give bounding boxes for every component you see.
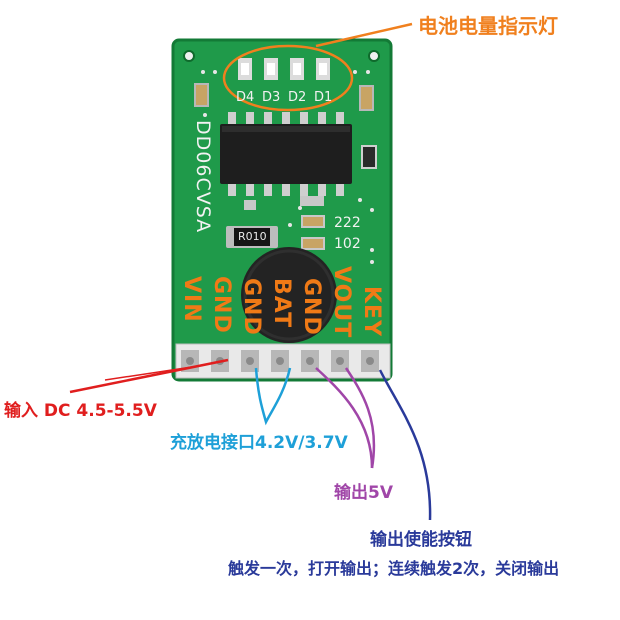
battery-indicator-label: 电池电量指示灯 — [418, 14, 558, 38]
model-label: DD06CVSA — [192, 120, 214, 234]
capacitor — [359, 85, 374, 111]
led-row — [238, 58, 330, 80]
resistor-code: R010 — [238, 230, 267, 243]
led-label-d3: D3 — [262, 90, 281, 105]
input-leader-line — [104, 364, 206, 381]
cap-102 — [301, 237, 325, 250]
charge-port-label: 充放电接口4.2V/3.7V — [170, 433, 348, 453]
ic-chip — [220, 112, 352, 196]
led-highlight-ellipse — [222, 44, 354, 112]
led-label-d1: D1 — [314, 90, 333, 105]
pin-label-gnd-3: GND — [299, 278, 324, 336]
led-label-d2: D2 — [288, 90, 307, 105]
input-voltage-label: 输入 DC 4.5-5.5V — [4, 401, 157, 421]
key-leader-line — [378, 369, 432, 521]
cap-code-102: 102 — [334, 236, 361, 252]
output-leader-line — [344, 367, 376, 469]
mount-hole — [183, 50, 195, 62]
inductor-ring — [243, 249, 335, 341]
smd-part — [244, 200, 256, 210]
pin-label-gnd-1: GND — [209, 276, 234, 334]
pin-label-gnd-2: GND — [239, 278, 264, 336]
pin-label-vin: VIN — [179, 276, 204, 323]
led-leader-line — [315, 22, 413, 48]
pin-label-key: KEY — [359, 286, 384, 338]
pin-label-vout: VOUT — [329, 266, 354, 339]
pin-label-bat: BAT — [269, 278, 294, 329]
output-5v-label: 输出5V — [334, 483, 393, 503]
usage-note-label: 触发一次，打开输出；连续触发2次，关闭输出 — [228, 559, 560, 578]
enable-button-label: 输出使能按钮 — [370, 530, 472, 550]
charge-leader-line — [254, 367, 292, 426]
pcb-edge — [171, 38, 393, 382]
inductor — [241, 247, 337, 343]
cap-222 — [301, 215, 325, 228]
led-label-d4: D4 — [236, 90, 255, 105]
capacitor — [194, 83, 209, 107]
resistor-r010-body — [234, 228, 270, 246]
output-leader-line — [315, 367, 374, 469]
mount-hole — [368, 50, 380, 62]
cap-code-222: 222 — [334, 215, 361, 231]
smd-part — [300, 196, 324, 206]
small-resistor — [361, 145, 377, 169]
